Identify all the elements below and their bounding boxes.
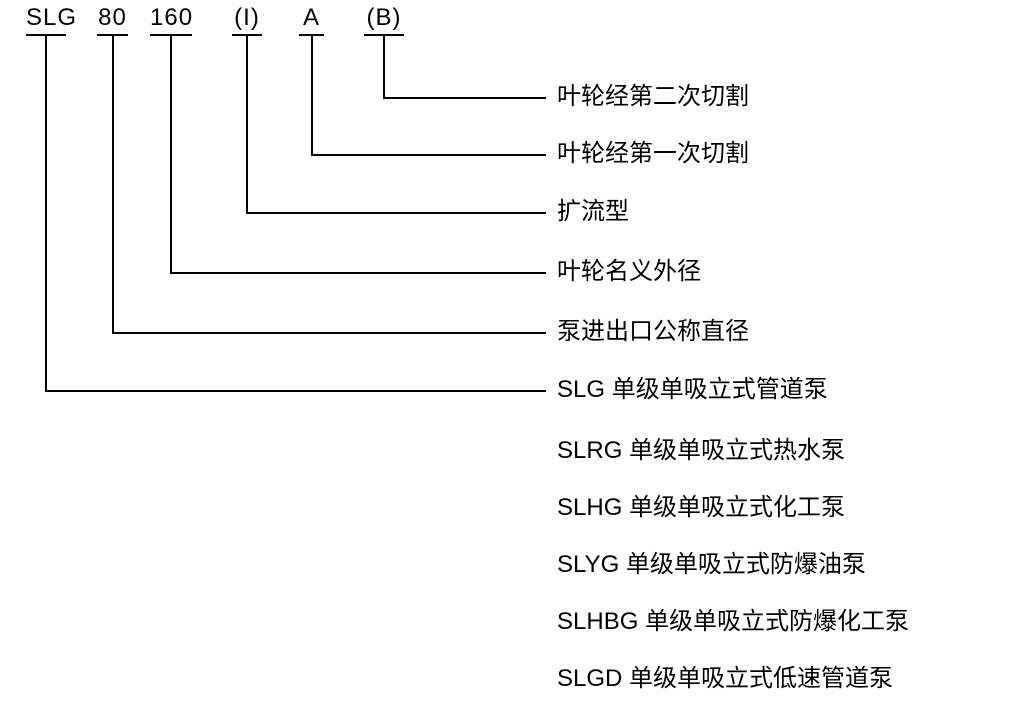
connector-hline-80 [112,332,546,334]
connector-vline-160 [170,36,172,274]
series-item-slyg: SLYG 单级单吸立式防爆油泵 [557,551,866,578]
connector-vline-slg [45,36,47,392]
connector-hline-a [311,154,546,156]
series-item-slrg: SLRG 单级单吸立式热水泵 [557,437,846,464]
series-item-slgd: SLGD 单级单吸立式低速管道泵 [557,665,894,692]
callout-impeller-diameter: 叶轮名义外径 [557,258,701,285]
connector-vline-i [246,36,248,214]
connector-vline-a [311,36,313,156]
callout-second-cut: 叶轮经第二次切割 [557,83,749,110]
callout-diffuser-type: 扩流型 [557,198,629,225]
callout-series-slg: SLG 单级单吸立式管道泵 [557,376,828,403]
callout-port-diameter: 泵进出口公称直径 [557,318,749,345]
series-item-slhbg: SLHBG 单级单吸立式防爆化工泵 [557,608,910,635]
code-segment-80: 80 [97,6,128,36]
connector-vline-80 [112,36,114,334]
connector-hline-slg [45,390,546,392]
callout-first-cut: 叶轮经第一次切割 [557,140,749,167]
code-segment-i: (I) [232,6,262,36]
connector-hline-160 [170,272,546,274]
series-item-slhg: SLHG 单级单吸立式化工泵 [557,494,846,521]
code-segment-a: A [299,6,324,36]
code-segment-slg: SLG [26,6,76,36]
connector-hline-b [383,97,546,99]
connector-vline-b [383,36,385,99]
code-segment-160: 160 [150,6,192,36]
code-segment-b: (B) [364,6,404,36]
connector-hline-i [246,212,546,214]
